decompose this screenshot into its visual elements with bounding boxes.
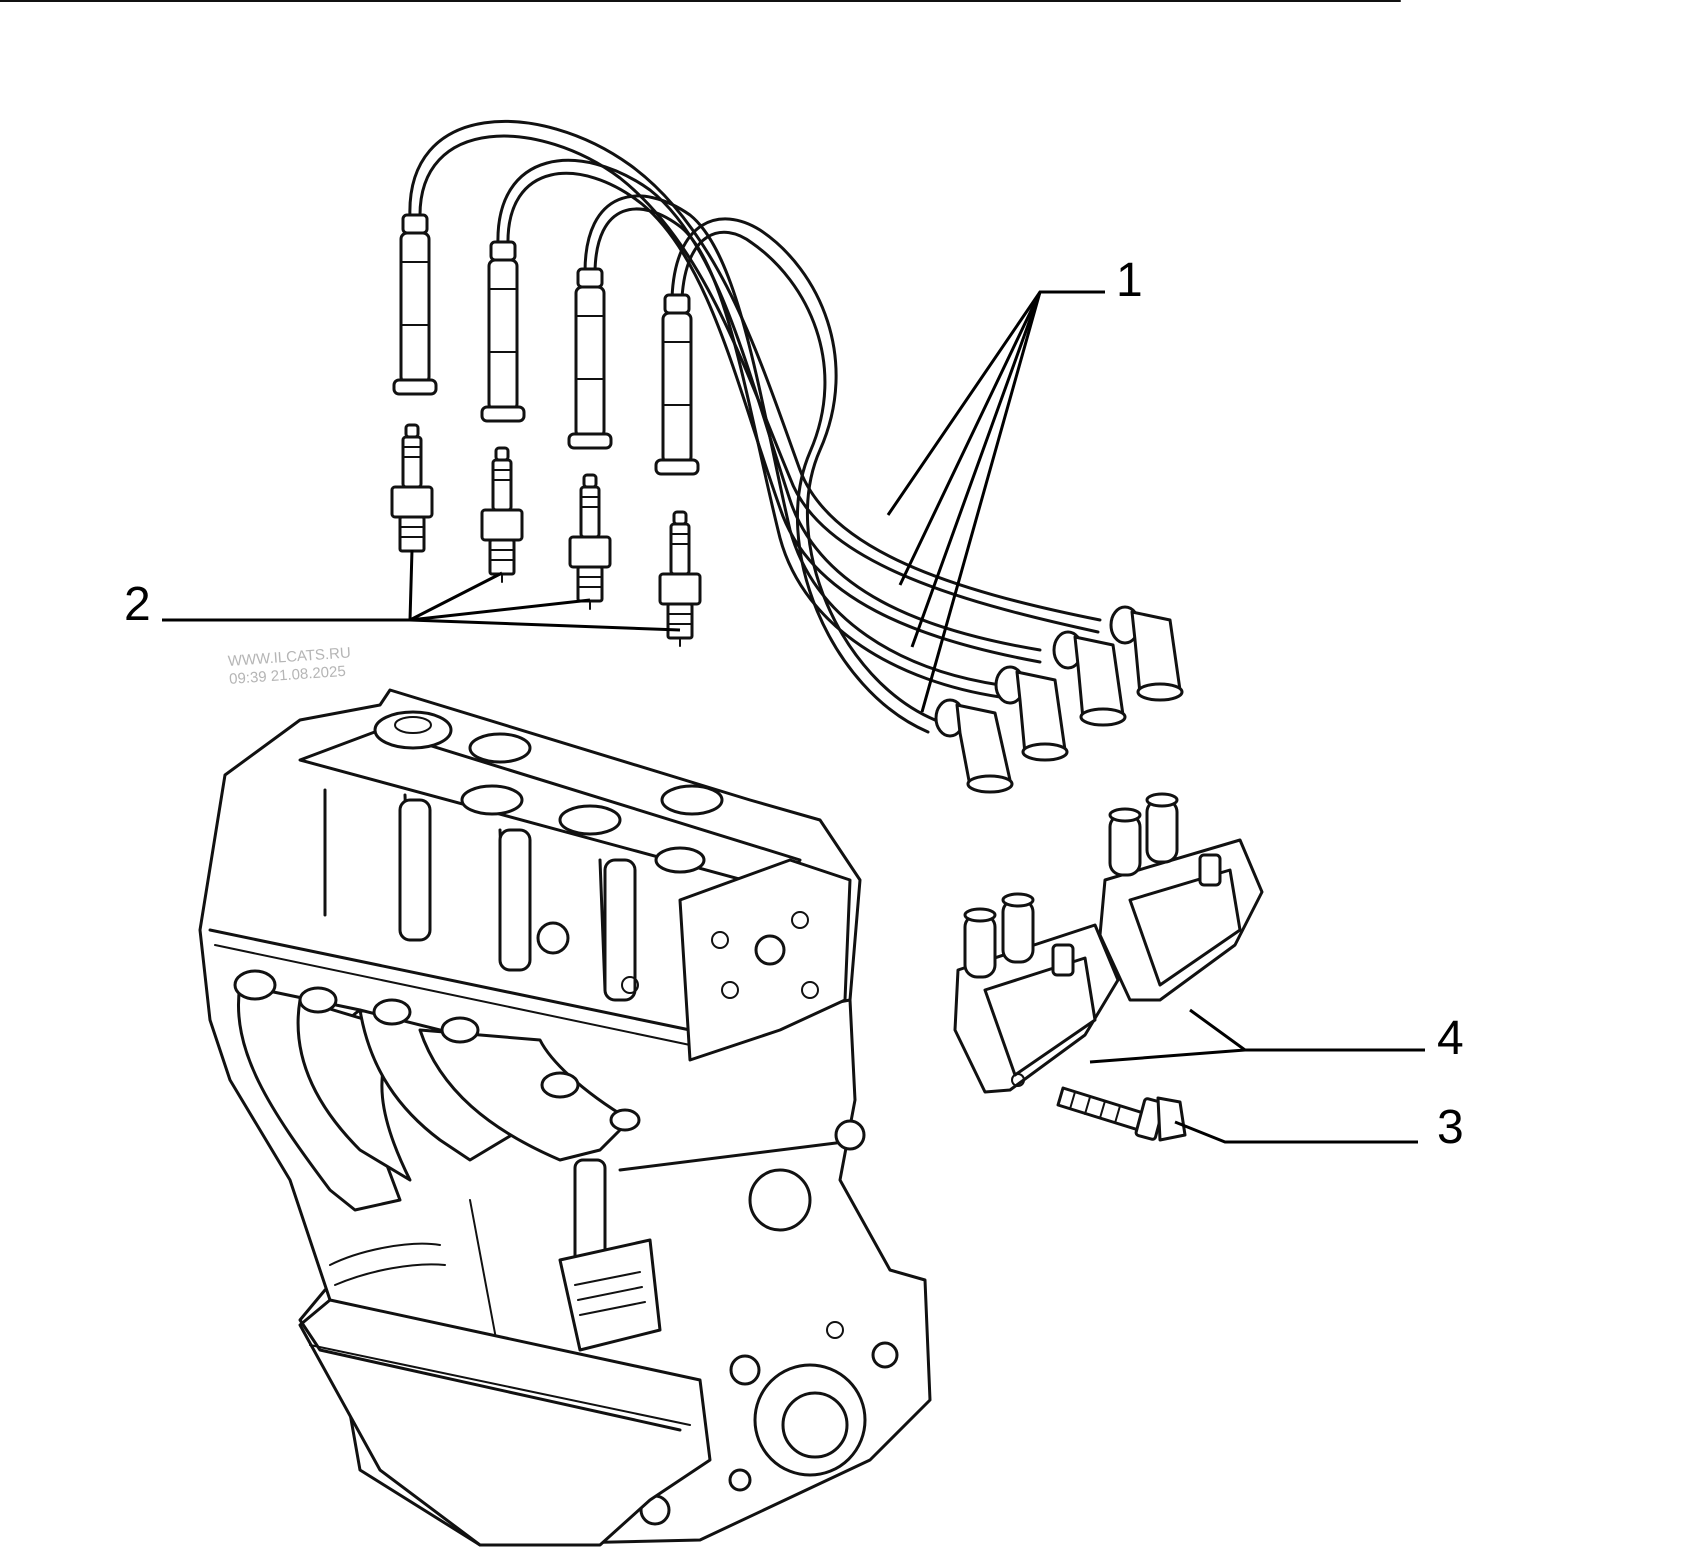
ignition-coils[interactable] (953, 792, 1264, 1094)
coil-boot (1109, 605, 1184, 702)
ignition-cable-set[interactable] (392, 120, 1184, 794)
leader-lines (162, 290, 1425, 1144)
callout-2: 2 (124, 578, 151, 631)
ignition-coil (953, 892, 1120, 1094)
spark-plug (568, 473, 612, 610)
plug-boot (567, 267, 613, 450)
plug-boot (654, 293, 700, 476)
callout-3: 3 (1437, 1101, 1464, 1154)
coil-boot (934, 698, 1014, 794)
spark-plugs[interactable] (390, 423, 702, 647)
callout-4: 4 (1437, 1012, 1464, 1065)
watermark: WWW.ILCATS.RU 09:39 21.08.2025 (227, 644, 351, 687)
spark-plug (480, 446, 524, 583)
coil-boot (1052, 630, 1127, 727)
ignition-coil (1098, 792, 1264, 1002)
plug-boot (480, 240, 526, 423)
engine-block-drawing (198, 688, 932, 1547)
callout-1: 1 (1116, 254, 1143, 307)
spark-plug (658, 510, 702, 647)
coil-mounting-bolt[interactable] (1056, 1086, 1187, 1142)
spark-plug (390, 423, 434, 560)
coil-boot (994, 665, 1069, 762)
plug-boot (392, 213, 438, 396)
